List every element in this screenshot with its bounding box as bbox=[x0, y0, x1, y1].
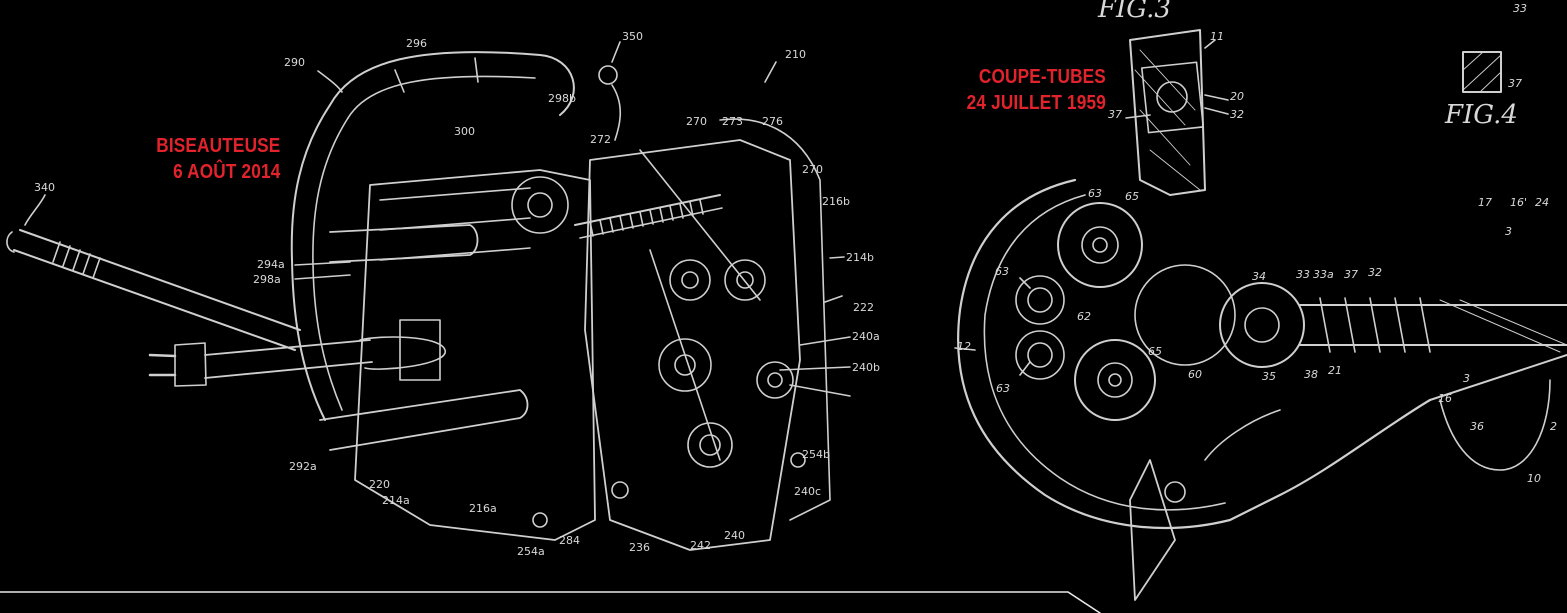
ref-label: 35 bbox=[1262, 370, 1276, 383]
ref-label: 65 bbox=[1148, 345, 1162, 358]
caption-title: BISEAUTEUSE bbox=[155, 135, 280, 157]
ref-label: 254a bbox=[517, 545, 545, 558]
ref-label: 214b bbox=[846, 251, 874, 264]
ref-label: 272 bbox=[590, 133, 611, 146]
ref-label: 276 bbox=[762, 115, 783, 128]
ref-label: 290 bbox=[284, 56, 305, 69]
ref-label: 210 bbox=[785, 48, 806, 61]
ref-label: 300 bbox=[454, 125, 475, 138]
ref-label: 270 bbox=[686, 115, 707, 128]
ref-label: 222 bbox=[853, 301, 874, 314]
ref-label: 24 bbox=[1535, 196, 1549, 209]
ref-label: 62 bbox=[1077, 310, 1091, 323]
ref-label: 63 bbox=[995, 265, 1009, 278]
ref-label: 3 bbox=[1463, 372, 1470, 385]
caption-date: 6 AOÛT 2014 bbox=[172, 161, 280, 183]
ref-label: 240b bbox=[852, 361, 880, 374]
ref-label: 17 bbox=[1478, 196, 1492, 209]
ref-label: 340 bbox=[34, 181, 55, 194]
ref-label: 240 bbox=[724, 529, 745, 542]
ref-label: 33 bbox=[1296, 268, 1310, 281]
ref-label: 63 bbox=[1088, 187, 1102, 200]
ref-label: 63 bbox=[996, 382, 1010, 395]
ref-label: 236 bbox=[629, 541, 650, 554]
bevelling-machine-drawing bbox=[6, 41, 851, 551]
ref-label: 350 bbox=[622, 30, 643, 43]
ref-label: 37 bbox=[1108, 108, 1122, 121]
ref-label: 12 bbox=[957, 340, 971, 353]
ref-label: 34 bbox=[1252, 270, 1266, 283]
pipe-cutter-drawing bbox=[954, 29, 1567, 601]
bevelling-machine-caption: BISEAUTEUSE 6 AOÛT 2014 bbox=[156, 133, 280, 185]
ref-label: 292a bbox=[289, 460, 317, 473]
ref-label: 65 bbox=[1125, 190, 1139, 203]
ref-label: 3 bbox=[1505, 225, 1512, 238]
ref-label: 242 bbox=[690, 539, 711, 552]
ref-label: 240a bbox=[852, 330, 880, 343]
ref-label: 298b bbox=[548, 92, 576, 105]
ref-label: 296 bbox=[406, 37, 427, 50]
ref-label: 270 bbox=[802, 163, 823, 176]
ref-label: 214a bbox=[382, 494, 410, 507]
pipe-cutter-caption: COUPE-TUBES 24 JUILLET 1959 bbox=[967, 64, 1106, 116]
ref-label: 298a bbox=[253, 273, 281, 286]
ref-label: 33 bbox=[1513, 2, 1527, 15]
ref-label: 254b bbox=[802, 448, 830, 461]
ref-label: 32 bbox=[1230, 108, 1244, 121]
ref-label: 21 bbox=[1328, 364, 1342, 377]
ref-label: 240c bbox=[794, 485, 822, 498]
caption-title: COUPE-TUBES bbox=[978, 66, 1106, 88]
ref-label: 33a bbox=[1313, 268, 1334, 281]
ref-label: 16 bbox=[1438, 392, 1452, 405]
fig4-label: FIG.4 bbox=[1445, 100, 1518, 130]
ref-label: 32 bbox=[1368, 266, 1382, 279]
ref-label: 38 bbox=[1304, 368, 1318, 381]
ref-label: 37 bbox=[1508, 77, 1522, 90]
caption-date: 24 JUILLET 1959 bbox=[966, 92, 1106, 114]
ref-label: 294a bbox=[257, 258, 285, 271]
ref-label: 60 bbox=[1188, 368, 1202, 381]
ref-label: 36 bbox=[1470, 420, 1484, 433]
ref-label: 284 bbox=[559, 534, 580, 547]
ref-label: 20 bbox=[1230, 90, 1244, 103]
ref-label: 10 bbox=[1527, 472, 1541, 485]
ref-label: 216b bbox=[822, 195, 850, 208]
fig3-label: FIG.3 bbox=[1098, 0, 1171, 24]
ref-label: 273 bbox=[722, 115, 743, 128]
ref-label: 16' bbox=[1510, 196, 1528, 209]
ref-label: 37 bbox=[1344, 268, 1358, 281]
bottom-frame-line bbox=[0, 591, 1101, 613]
ref-label: 216a bbox=[469, 502, 497, 515]
ref-label: 220 bbox=[369, 478, 390, 491]
ref-label: 2 bbox=[1550, 420, 1557, 433]
ref-label: 11 bbox=[1210, 30, 1224, 43]
